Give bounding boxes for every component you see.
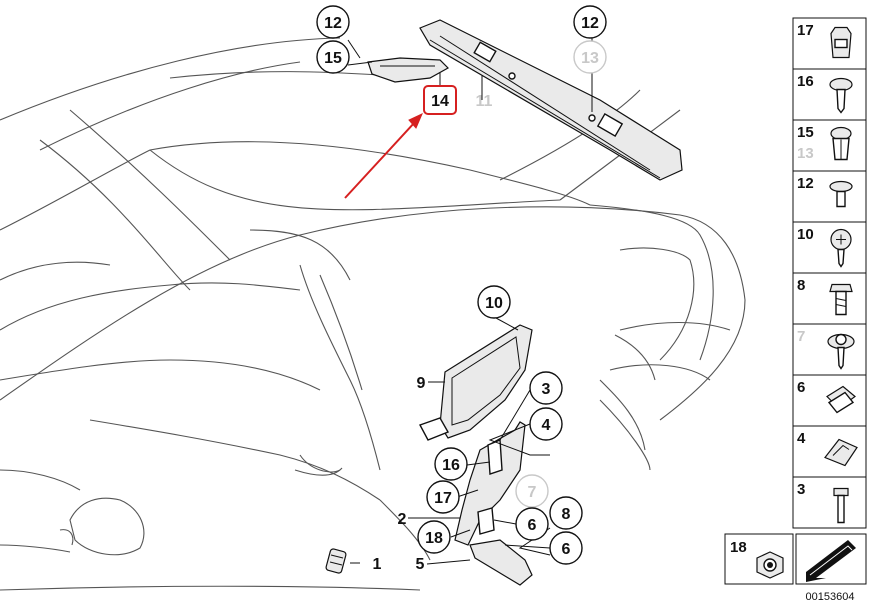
svg-text:5: 5 bbox=[416, 556, 425, 573]
callout-8-lower[interactable]: 8 bbox=[549, 496, 583, 530]
svg-text:18: 18 bbox=[425, 530, 443, 547]
callout-6a-lower[interactable]: 6 bbox=[515, 507, 549, 541]
legend-cell-4[interactable]: 4 bbox=[792, 425, 867, 478]
callout-3-lower[interactable]: 3 bbox=[529, 371, 563, 405]
car-body-outline bbox=[0, 37, 746, 591]
screw-icon bbox=[829, 77, 853, 114]
highlight-arrow bbox=[344, 113, 423, 199]
label-11-grey[interactable]: 11 bbox=[476, 93, 493, 110]
label-1[interactable]: 1 bbox=[373, 556, 382, 573]
label-9[interactable]: 9 bbox=[417, 375, 426, 392]
legend-cell-3[interactable]: 3 bbox=[792, 476, 867, 529]
svg-text:11: 11 bbox=[476, 93, 493, 110]
svg-text:14: 14 bbox=[431, 93, 449, 110]
svg-text:8: 8 bbox=[562, 506, 571, 523]
callout-10-lower[interactable]: 10 bbox=[477, 285, 511, 319]
svg-text:13: 13 bbox=[581, 50, 599, 67]
svg-text:15: 15 bbox=[324, 50, 342, 67]
callout-6b-lower[interactable]: 6 bbox=[549, 531, 583, 565]
legend-cell-7[interactable]: 7 bbox=[792, 323, 867, 376]
callout-13-grey[interactable]: 13 bbox=[573, 40, 607, 74]
legend-label-16: 16 bbox=[797, 73, 814, 90]
svg-text:9: 9 bbox=[417, 375, 426, 392]
callout-4-lower[interactable]: 4 bbox=[529, 407, 563, 441]
svg-text:16: 16 bbox=[442, 457, 460, 474]
legend-label-4: 4 bbox=[797, 430, 806, 447]
legend-cell-6[interactable]: 6 bbox=[792, 374, 867, 427]
svg-text:18: 18 bbox=[730, 539, 747, 556]
legend-label-17: 17 bbox=[797, 22, 814, 39]
svg-text:10: 10 bbox=[485, 295, 503, 312]
spring-clip-icon bbox=[824, 438, 858, 467]
callout-17-lower[interactable]: 17 bbox=[426, 480, 460, 514]
svg-text:3: 3 bbox=[542, 381, 551, 398]
cover-panel-part-9 bbox=[418, 324, 533, 441]
callout-18-lower[interactable]: 18 bbox=[417, 520, 451, 554]
legend-label-13: 13 bbox=[797, 145, 814, 162]
trim-cover-part bbox=[367, 57, 449, 83]
push-rivet-icon bbox=[829, 180, 853, 208]
legend-cell-12[interactable]: 12 bbox=[792, 170, 867, 223]
callout-14-highlighted[interactable]: 14 bbox=[423, 85, 457, 115]
svg-text:1: 1 bbox=[373, 556, 382, 573]
legend-cell-16[interactable]: 16 bbox=[792, 68, 867, 121]
rear-shelf-panel-part bbox=[419, 19, 683, 181]
legend-cell-10[interactable]: 10 bbox=[792, 221, 867, 274]
legend-cell-17[interactable]: 17 bbox=[792, 17, 867, 70]
svg-text:17: 17 bbox=[434, 490, 452, 507]
next-page-arrow-icon[interactable] bbox=[795, 533, 867, 585]
legend-label-8: 8 bbox=[797, 277, 805, 294]
grommet-part-1 bbox=[325, 548, 347, 574]
legend-cell-8[interactable]: 8 bbox=[792, 272, 867, 325]
phillips-screw-icon bbox=[830, 228, 852, 268]
bracket-part-2 bbox=[454, 421, 526, 546]
legend-label-7: 7 bbox=[797, 328, 805, 345]
bolt-icon bbox=[833, 487, 849, 524]
legend-cell-18[interactable]: 18 bbox=[724, 533, 794, 585]
svg-text:2: 2 bbox=[398, 511, 407, 528]
callout-15-top[interactable]: 15 bbox=[316, 40, 350, 74]
washer-screw-icon bbox=[827, 333, 855, 370]
legend-label-12: 12 bbox=[797, 175, 814, 192]
hex-nut-icon bbox=[756, 551, 784, 579]
label-2[interactable]: 2 bbox=[398, 511, 407, 528]
svg-text:12: 12 bbox=[324, 15, 342, 32]
svg-text:6: 6 bbox=[528, 517, 537, 534]
svg-text:12: 12 bbox=[581, 15, 599, 32]
legend-label-3: 3 bbox=[797, 481, 805, 498]
svg-text:6: 6 bbox=[562, 541, 571, 558]
legend-label-15: 15 bbox=[797, 124, 814, 141]
legend-label-6: 6 bbox=[797, 379, 805, 396]
bracket-part-5 bbox=[469, 539, 533, 586]
legend-label-10: 10 bbox=[797, 226, 814, 243]
clip-nut-icon bbox=[826, 385, 856, 414]
svg-text:7: 7 bbox=[528, 484, 537, 501]
callout-12-top-right[interactable]: 12 bbox=[573, 5, 607, 39]
svg-text:4: 4 bbox=[542, 417, 551, 434]
label-5[interactable]: 5 bbox=[416, 556, 425, 573]
callout-12-top-left[interactable]: 12 bbox=[316, 5, 350, 39]
hex-screw-icon bbox=[829, 283, 853, 316]
callout-7-grey-lower[interactable]: 7 bbox=[515, 474, 549, 508]
rivet-nut-icon bbox=[830, 26, 852, 59]
callout-16-lower[interactable]: 16 bbox=[434, 447, 468, 481]
expanding-rivet-icon bbox=[830, 126, 852, 161]
document-number: 00153604 bbox=[806, 591, 855, 603]
